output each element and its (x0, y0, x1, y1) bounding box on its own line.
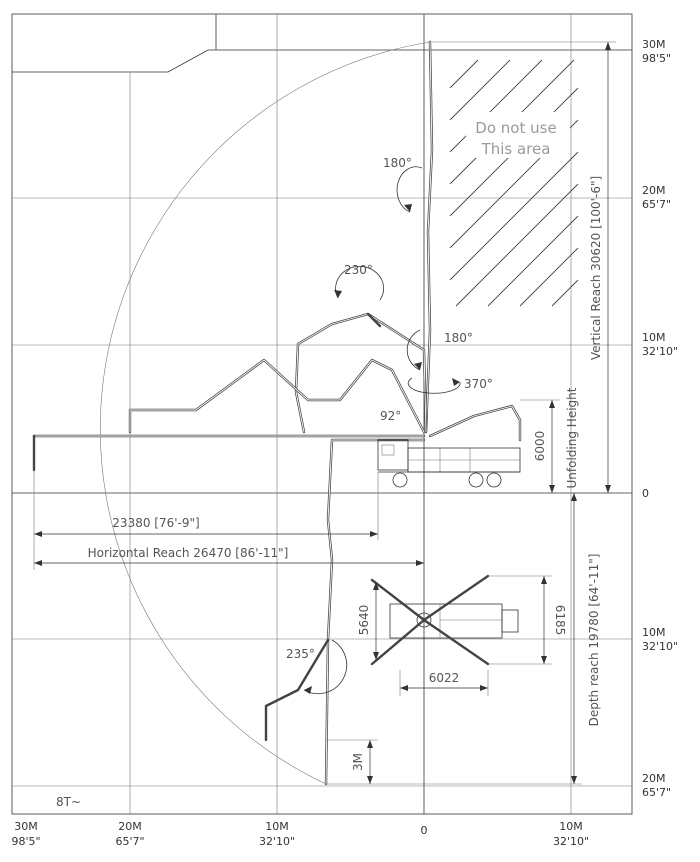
bottom-scale-imperial: 98'5" (11, 835, 40, 848)
right-scale-metric: 10M (642, 331, 666, 344)
dim-6000: 6000 (533, 431, 547, 462)
dim-6022: 6022 (429, 671, 460, 685)
bottom-scale-metric: 10M (265, 820, 289, 833)
bottom-scale-imperial: 32'10" (553, 835, 589, 848)
angle-180-top: 180° (383, 156, 412, 170)
dim-horizontal-reach: Horizontal Reach 26470 [86'-11"] (88, 546, 289, 560)
right-scale-metric: 20M (642, 184, 666, 197)
no-use-line2: This area (481, 140, 551, 158)
right-scale-imperial: 32'10" (642, 345, 678, 358)
rotation-arcs (303, 166, 461, 694)
dim-6185: 6185 (553, 605, 567, 636)
angle-370: 370° (464, 377, 493, 391)
bottom-scale-metric: 0 (421, 824, 428, 837)
bottom-scale-imperial: 32'10" (259, 835, 295, 848)
truck-side-view (377, 439, 521, 488)
dimension-lines (33, 41, 616, 785)
no-use-line1: Do not use (475, 119, 556, 137)
boom-depth (264, 438, 426, 786)
bottom-scale: 30M 98'5" 20M 65'7" 10M 32'10" 0 10M 32'… (11, 820, 589, 848)
boom-horizontal (32, 434, 426, 472)
right-scale-imperial: 98'5" (642, 52, 671, 65)
corner-label: 8T~ (56, 795, 81, 809)
bottom-scale-imperial: 65'7" (115, 835, 144, 848)
truck-top-view (370, 574, 519, 666)
angle-92: 92° (380, 409, 401, 423)
frame (11, 13, 633, 815)
right-scale-metric: 30M (642, 38, 666, 51)
right-scale: 30M 98'5" 20M 65'7" 10M 32'10" 0 10M 32'… (642, 38, 678, 799)
boom-folded-high (294, 312, 428, 434)
right-scale-metric: 0 (642, 487, 649, 500)
right-scale-imperial: 32'10" (642, 640, 678, 653)
boom-stowed (428, 404, 522, 442)
no-use-zone: Do not use This area (449, 59, 579, 307)
angle-180-mid: 180° (444, 331, 473, 345)
right-scale-imperial: 65'7" (642, 198, 671, 211)
bottom-scale-metric: 20M (118, 820, 142, 833)
dim-unfolding-height: Unfolding Height (565, 387, 579, 488)
boom-vertical (424, 40, 434, 434)
dim-5640: 5640 (357, 605, 371, 636)
angle-235: 235° (286, 647, 315, 661)
boom-folded-wave (128, 358, 426, 434)
right-scale-imperial: 65'7" (642, 786, 671, 799)
dim-depth-reach: Depth reach 19780 [64'-11"] (587, 554, 601, 727)
reach-arc (99, 41, 431, 785)
bottom-scale-metric: 30M (14, 820, 38, 833)
right-scale-metric: 10M (642, 626, 666, 639)
bottom-scale-metric: 10M (559, 820, 583, 833)
dim-vertical-reach: Vertical Reach 30620 [100'-6"] (589, 176, 603, 360)
grid (12, 14, 632, 814)
angle-230: 230° (344, 263, 373, 277)
dim-23380: 23380 [76'-9"] (112, 516, 199, 530)
right-scale-metric: 20M (642, 772, 666, 785)
dim-3m: 3M (351, 753, 365, 771)
